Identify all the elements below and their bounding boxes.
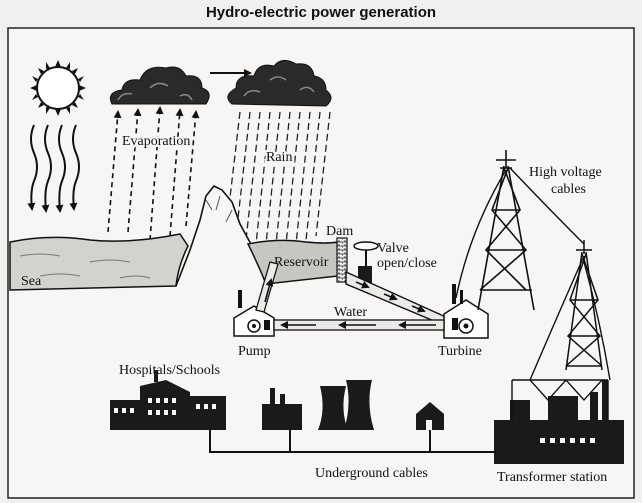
label-reservoir: Reservoir bbox=[274, 255, 329, 270]
label-transformer-station: Transformer station bbox=[497, 470, 607, 485]
mountain-shading bbox=[205, 195, 233, 223]
turbine-house bbox=[443, 284, 489, 339]
label-high-voltage-line1: High voltage bbox=[529, 165, 602, 180]
label-rain: Rain bbox=[266, 150, 292, 165]
label-water: Water bbox=[334, 305, 367, 320]
pump-up-pipe bbox=[255, 261, 279, 313]
dam-wall bbox=[336, 237, 348, 283]
factory-cooling-towers bbox=[262, 380, 374, 430]
transformer-frame bbox=[511, 378, 609, 420]
label-hospitals-schools: Hospitals/Schools bbox=[119, 363, 220, 378]
evaporation-arrows bbox=[107, 106, 200, 241]
underground-cables bbox=[209, 430, 496, 453]
label-dam: Dam bbox=[326, 224, 353, 239]
rain-streaks bbox=[225, 111, 331, 245]
label-valve-line1: Valve bbox=[377, 241, 409, 256]
rain-cloud-icon bbox=[227, 60, 332, 107]
valve-icon bbox=[353, 241, 379, 284]
water-return-pipe bbox=[273, 319, 445, 331]
sun-icon bbox=[30, 60, 86, 116]
transformer-station bbox=[494, 380, 624, 464]
label-high-voltage-line2: cables bbox=[551, 182, 586, 197]
house-icon bbox=[416, 402, 444, 430]
label-underground-cables: Underground cables bbox=[315, 466, 428, 481]
label-sea: Sea bbox=[21, 274, 42, 289]
label-valve-line2: open/close bbox=[377, 256, 437, 271]
cloud-icon bbox=[109, 66, 210, 105]
sun-heat-arrows bbox=[27, 124, 80, 213]
hospitals-schools-buildings bbox=[110, 370, 226, 430]
label-evaporation: Evaporation bbox=[122, 134, 190, 149]
high-voltage-cables bbox=[455, 167, 611, 381]
sea bbox=[9, 233, 189, 291]
label-pump: Pump bbox=[238, 344, 271, 359]
pylon-large bbox=[477, 150, 535, 311]
label-turbine: Turbine bbox=[438, 344, 482, 359]
diagram-title: Hydro-electric power generation bbox=[206, 4, 436, 21]
